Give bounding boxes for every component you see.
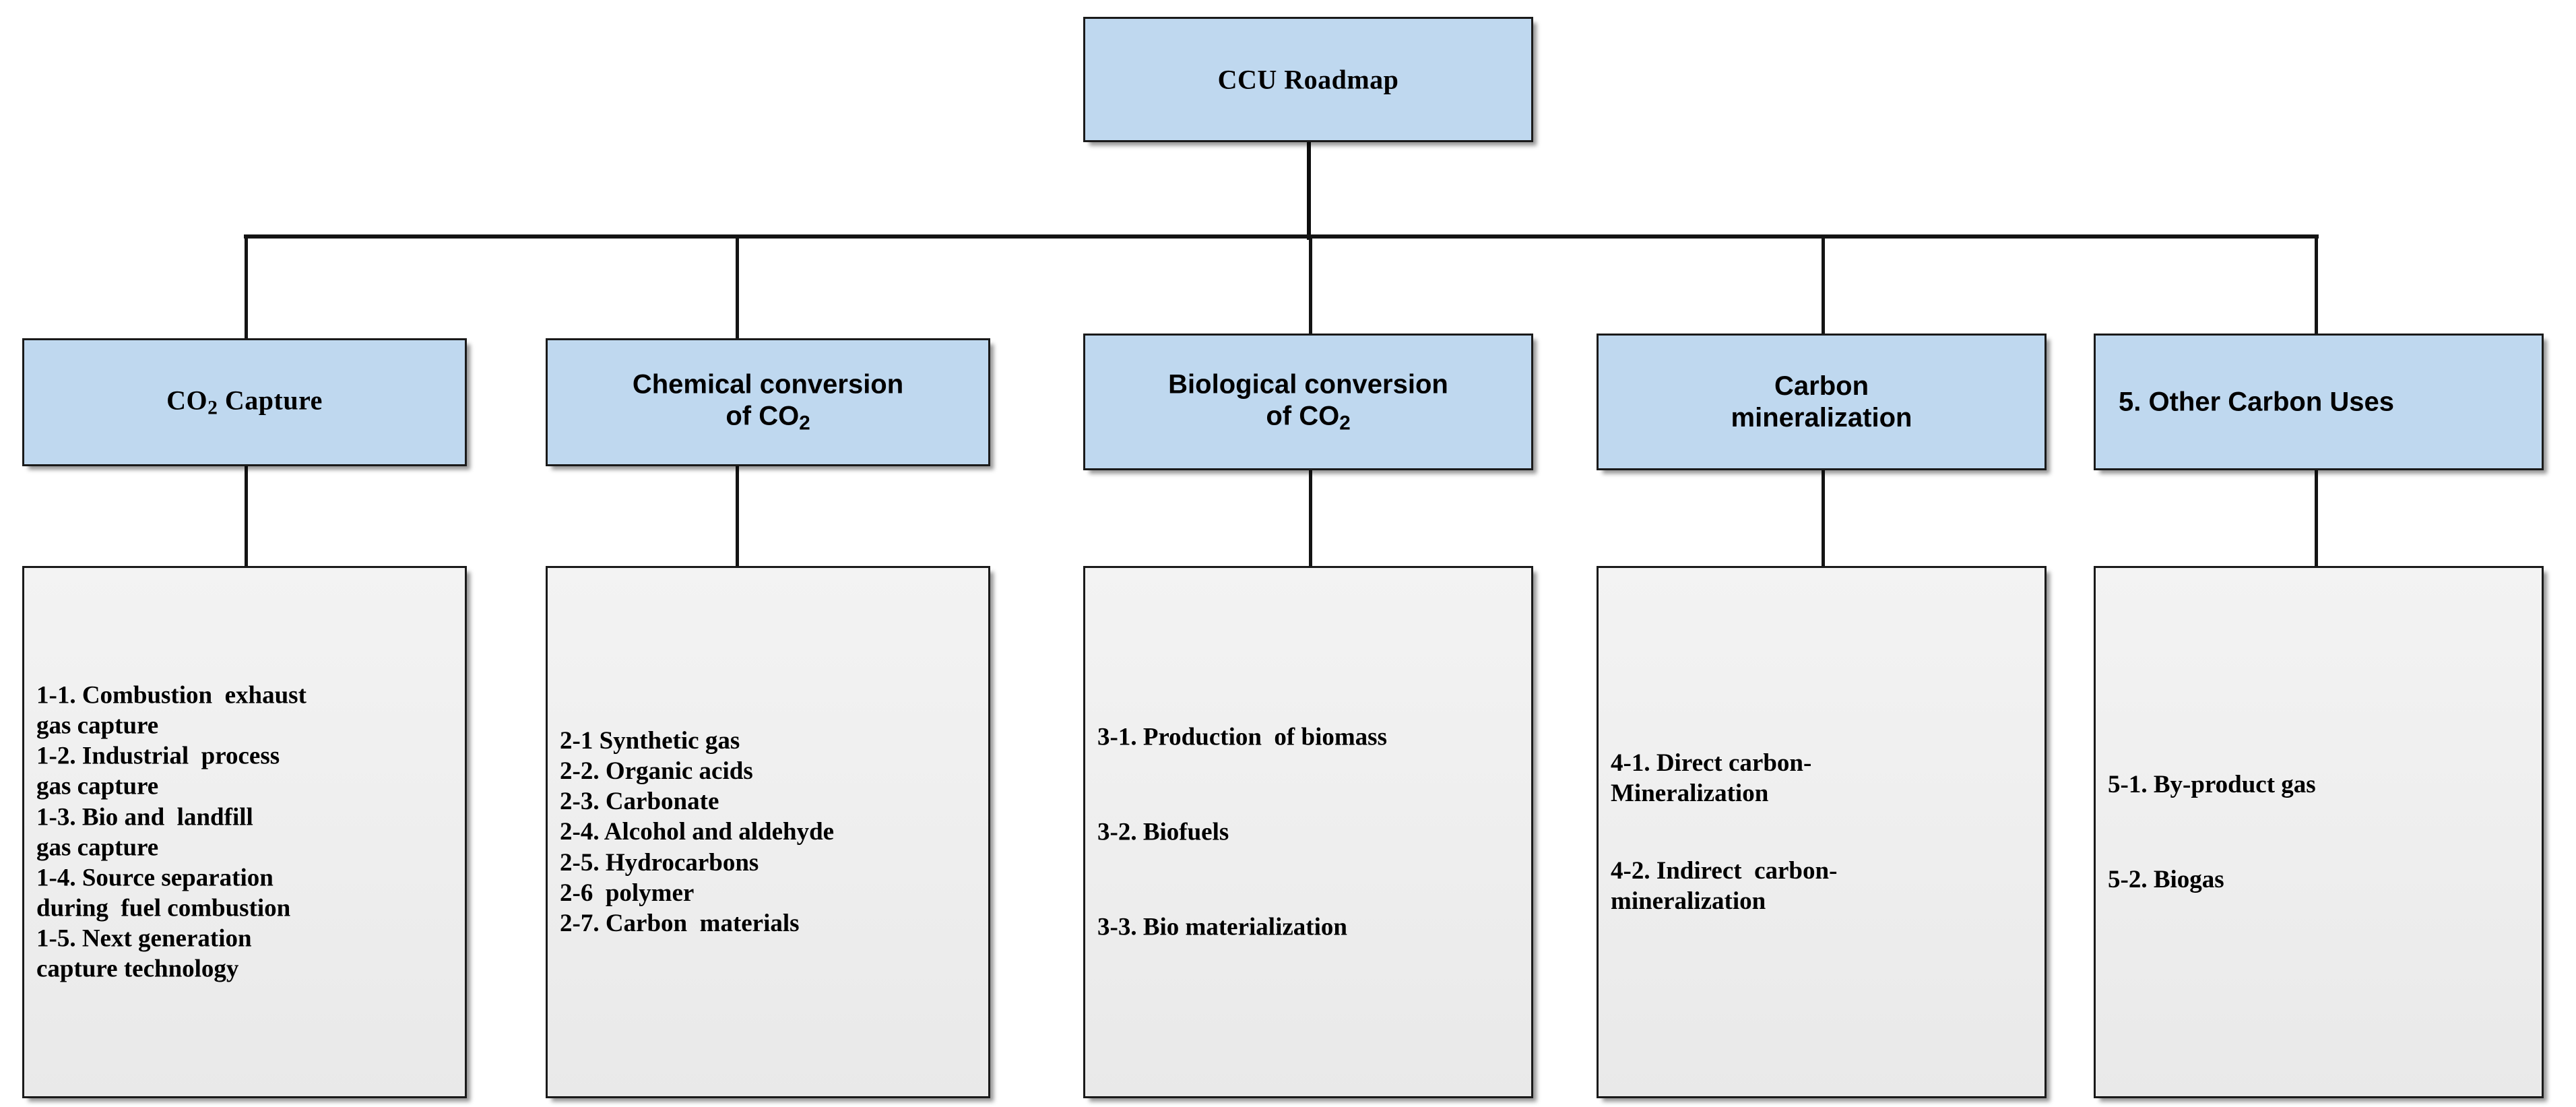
list-item: 3-1. Production of biomass [1097, 723, 1387, 751]
detail-box-1[interactable]: 1-1. Combustion exhaust gas capture 1-2.… [22, 566, 467, 1098]
root-node-ccu-roadmap[interactable]: CCU Roadmap [1083, 17, 1533, 142]
branch-node-3-biological-conversion[interactable]: Biological conversion of CO2 [1083, 334, 1533, 470]
list-item: 2-6 polymer [560, 879, 695, 907]
branch-3-label-subscript: 2 [1339, 412, 1351, 435]
detail-list-2: 2-1 Synthetic gas 2-2. Organic acids 2-3… [548, 726, 988, 939]
connector-drop-branch-3 [1309, 237, 1312, 335]
list-item: 1-5. Next generation capture technology [36, 924, 252, 983]
branch-3-label-line2: of CO [1266, 400, 1340, 431]
branch-1-label-part1: CO [166, 385, 208, 416]
branch-node-4-label: Carbon mineralization [1599, 370, 2044, 433]
connector-horizontal-bus [244, 234, 2319, 239]
connector-drop-detail-3 [1309, 470, 1312, 569]
detail-box-4[interactable]: 4-1. Direct carbon- Mineralization 4-2. … [1597, 566, 2047, 1098]
detail-box-5[interactable]: 5-1. By-product gas 5-2. Biogas [2094, 566, 2544, 1098]
list-item: 3-2. Biofuels [1097, 818, 1229, 846]
list-item: 4-1. Direct carbon- Mineralization [1611, 749, 1812, 807]
connector-drop-detail-5 [2315, 470, 2318, 569]
detail-list-1: 1-1. Combustion exhaust gas capture 1-2.… [24, 680, 465, 984]
detail-list-3: 3-1. Production of biomass 3-2. Biofuels… [1085, 722, 1531, 942]
list-item: 5-1. By-product gas [2108, 770, 2316, 798]
branch-node-2-chemical-conversion[interactable]: Chemical conversion of CO2 [546, 338, 990, 466]
branch-2-label-subscript: 2 [799, 412, 810, 435]
root-node-label: CCU Roadmap [1217, 64, 1399, 95]
list-item: 1-4. Source separation during fuel combu… [36, 864, 291, 922]
list-item: 2-7. Carbon materials [560, 909, 800, 937]
list-item: 2-1 Synthetic gas [560, 727, 740, 755]
connector-drop-detail-1 [245, 465, 248, 567]
branch-node-1-label: CO2 Capture [24, 384, 465, 420]
connector-drop-branch-1 [245, 237, 248, 340]
branch-4-label-line1: Carbon [1774, 371, 1869, 401]
connector-drop-branch-4 [1822, 237, 1825, 335]
branch-node-5-label: 5. Other Carbon Uses [2119, 386, 2395, 416]
list-item: 1-2. Industrial process gas capture [36, 742, 280, 800]
branch-2-label-line2: of CO [726, 401, 800, 431]
connector-drop-branch-2 [736, 237, 739, 340]
branch-1-label-part2: Capture [218, 385, 323, 416]
branch-node-2-label: Chemical conversion of CO2 [548, 369, 988, 435]
detail-list-5: 5-1. By-product gas 5-2. Biogas [2096, 769, 2542, 895]
list-item: 1-3. Bio and landfill gas capture [36, 802, 253, 861]
list-item: 2-3. Carbonate [560, 788, 719, 816]
connector-drop-detail-2 [736, 465, 739, 567]
branch-node-5-other-carbon-uses[interactable]: 5. Other Carbon Uses [2094, 334, 2544, 470]
branch-4-label-line2: mineralization [1731, 402, 1912, 433]
detail-list-4: 4-1. Direct carbon- Mineralization 4-2. … [1599, 748, 2044, 917]
list-item: 2-5. Hydrocarbons [560, 848, 759, 877]
list-item: 4-2. Indirect carbon- mineralization [1611, 857, 1838, 916]
connector-drop-branch-5 [2315, 237, 2318, 335]
list-item: 2-4. Alcohol and aldehyde [560, 818, 835, 846]
list-item: 5-2. Biogas [2108, 866, 2224, 893]
connector-root-stem [1307, 141, 1311, 240]
branch-1-label-subscript: 2 [207, 397, 218, 419]
detail-box-3[interactable]: 3-1. Production of biomass 3-2. Biofuels… [1083, 566, 1533, 1098]
connector-drop-detail-4 [1822, 470, 1825, 569]
branch-node-3-label: Biological conversion of CO2 [1085, 369, 1531, 435]
list-item: 3-3. Bio materialization [1097, 913, 1347, 941]
list-item: 2-2. Organic acids [560, 757, 753, 786]
branch-2-label-line1: Chemical conversion [632, 369, 904, 400]
branch-3-label-line1: Biological conversion [1168, 369, 1448, 399]
branch-node-4-carbon-mineralization[interactable]: Carbon mineralization [1597, 334, 2047, 470]
list-item: 1-1. Combustion exhaust gas capture [36, 681, 307, 740]
detail-box-2[interactable]: 2-1 Synthetic gas 2-2. Organic acids 2-3… [546, 566, 990, 1098]
branch-node-1-co2-capture[interactable]: CO2 Capture [22, 338, 467, 466]
